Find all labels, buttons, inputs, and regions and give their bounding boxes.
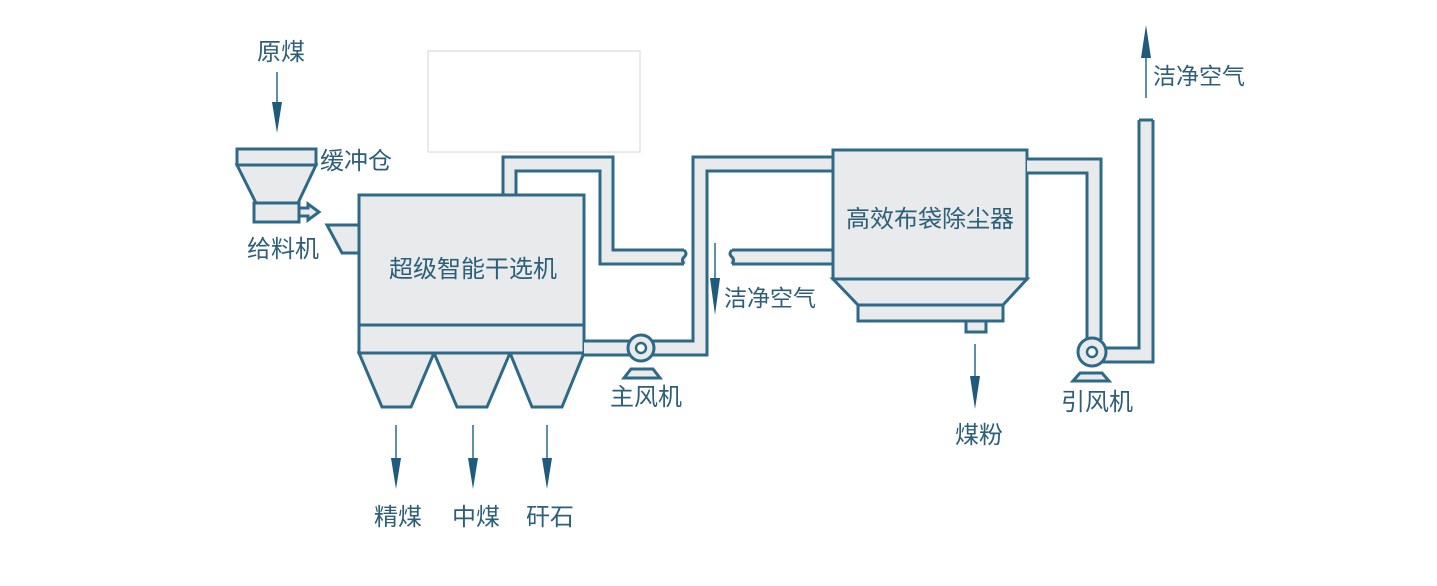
exhaust-stack [1101, 118, 1155, 364]
exhaust-pipe [1027, 157, 1103, 340]
middling-coal-arrow [468, 425, 478, 489]
feeder-label: 给料机 [247, 235, 319, 263]
buffer-bin [234, 147, 319, 205]
feeder [252, 201, 322, 224]
main-fan-label: 主风机 [610, 383, 682, 411]
gangue-arrow [542, 425, 552, 489]
separator-outlet-pipe [501, 155, 688, 266]
gangue-label: 矸石 [526, 503, 574, 531]
super-intelligent-dry-separator [356, 193, 587, 409]
coal-powder-label: 煤粉 [955, 421, 1003, 449]
induced-fan-label: 引风机 [1061, 388, 1133, 416]
clean-air-exhaust-label: 洁净空气 [1153, 64, 1245, 90]
coal-powder-arrow [970, 344, 980, 409]
clean-air-return-arrow [710, 243, 720, 315]
blank-box [427, 50, 641, 153]
separator-label: 超级智能干选机 [389, 255, 557, 283]
buffer-bin-label: 缓冲仓 [320, 147, 392, 175]
induced-fan-icon [1069, 336, 1113, 383]
return-pipe [728, 248, 834, 266]
raw-coal-arrow [272, 72, 282, 133]
main-fan-icon [620, 333, 664, 380]
clean-coal-arrow [391, 425, 401, 489]
bag-filter-label: 高效布袋除尘器 [846, 205, 1014, 233]
clean-air-exhaust-arrow [1141, 25, 1151, 98]
feed-chute [324, 223, 362, 255]
middling-coal-label: 中煤 [452, 503, 500, 531]
high-efficiency-bag-filter [829, 148, 1031, 334]
raw-coal-label: 原煤 [257, 38, 305, 66]
clean-coal-label: 精煤 [374, 503, 422, 531]
clean-air-return-label: 洁净空气 [724, 286, 816, 312]
